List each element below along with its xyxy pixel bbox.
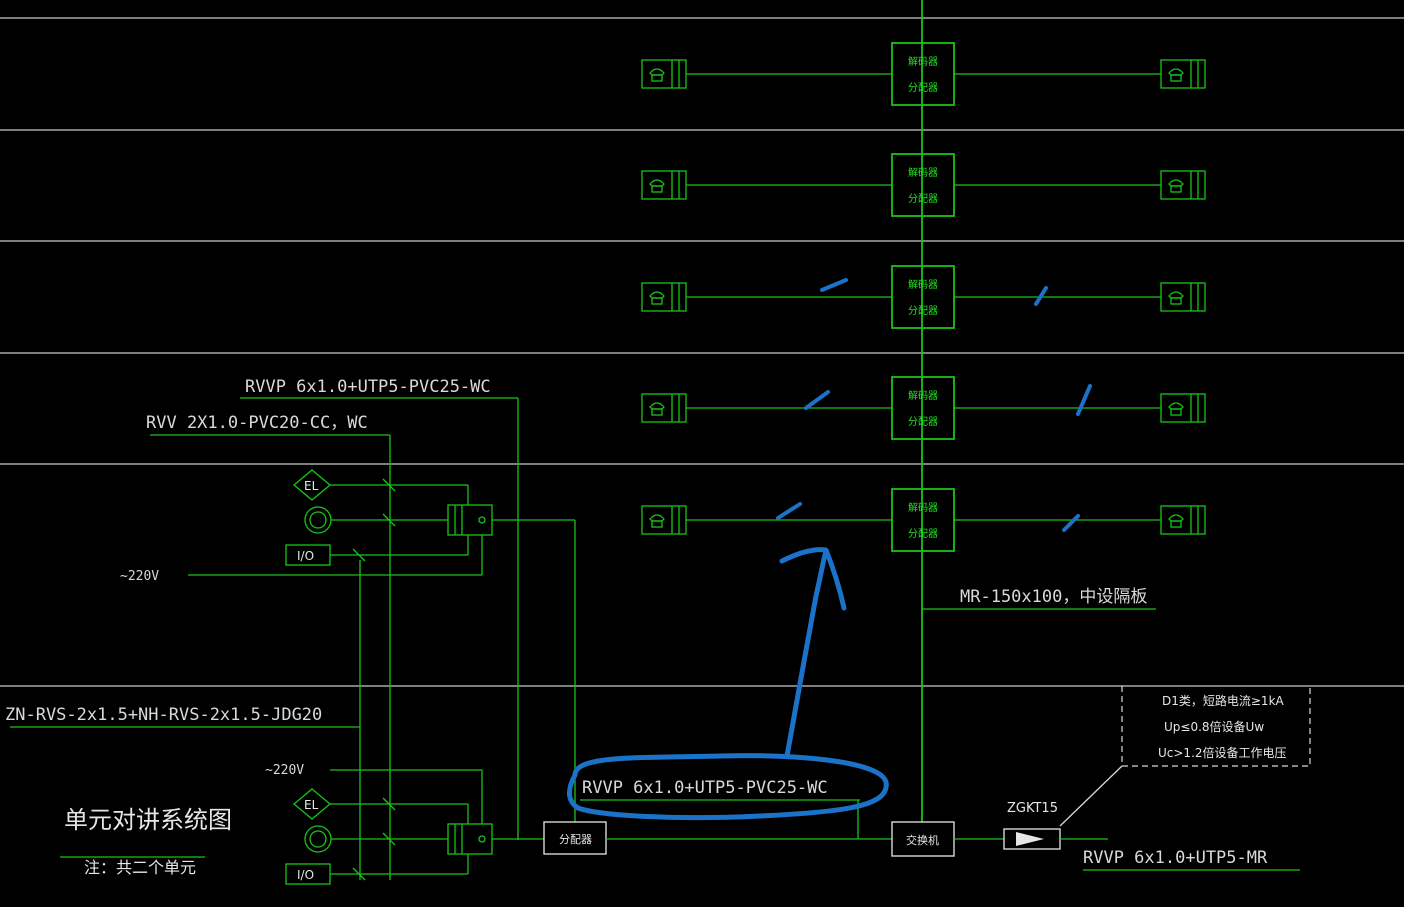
exit-button-icon: I/O	[285, 863, 331, 885]
distributor-label: 分配器	[908, 305, 938, 317]
door-station-group-upper: EL I/O ~220V	[120, 469, 576, 822]
svg-text:EL: EL	[304, 798, 319, 812]
indoor-phone-icon	[641, 59, 687, 89]
highlight-arrow-head	[779, 547, 847, 611]
markup-tick	[1076, 384, 1092, 416]
door-station-group-lower: ~220V EL I/O	[265, 763, 544, 885]
spd-spec-box: D1类，短路电流≥1kA Up≤0.8倍设备Uw Uc>1.2倍设备工作电压	[1121, 686, 1311, 767]
camera-lens-icon	[304, 506, 332, 534]
markup-annotations	[566, 278, 1092, 821]
wire-tick	[382, 513, 396, 527]
indoor-phone-icon	[1160, 505, 1206, 535]
power-label-upper: ~220V	[120, 569, 159, 584]
camera-lens-icon	[304, 825, 332, 853]
svg-text:交换机: 交换机	[906, 833, 939, 847]
indoor-phone-icon	[641, 505, 687, 535]
distributor-label: 分配器	[908, 82, 938, 94]
riser-label: MR-150x100，中设隔板	[960, 587, 1147, 607]
cable-label-rvv: RVV 2X1.0-PVC20-CC，WC	[146, 413, 368, 433]
spd-leader	[1059, 765, 1123, 827]
exit-button-icon: I/O	[285, 544, 331, 566]
wire-tick	[382, 832, 396, 846]
distributor-label: 分配器	[908, 528, 938, 540]
spd-label: ZGKT15	[1007, 801, 1058, 816]
distributor-box: 分配器	[543, 821, 607, 855]
decoder-label: 解码器	[908, 389, 938, 402]
indoor-phone-icon	[641, 170, 687, 200]
decoder-label: 解码器	[908, 55, 938, 68]
wire-tick	[382, 478, 396, 492]
indoor-phone-icon	[641, 393, 687, 423]
cable-label-rvvp-bottom: RVVP 6x1.0+UTP5-PVC25-WC	[582, 778, 828, 798]
door-station-icon	[447, 504, 493, 536]
markup-tick	[1034, 286, 1048, 306]
distributor-label: 分配器	[908, 193, 938, 205]
markup-tick	[804, 390, 830, 410]
door-station-icon	[447, 823, 493, 855]
power-label-lower: ~220V	[265, 763, 304, 778]
highlight-ellipse	[566, 753, 889, 821]
cable-label-zn: ZN-RVS-2x1.5+NH-RVS-2x1.5-JDG20	[5, 705, 322, 725]
svg-text:I/O: I/O	[297, 868, 314, 882]
switch-box: 交换机	[891, 821, 955, 857]
wire-tick	[352, 548, 366, 562]
decoder-label: 解码器	[908, 278, 938, 291]
indoor-phone-icon	[1160, 170, 1206, 200]
floor-separators	[0, 17, 1404, 687]
markup-tick	[1062, 514, 1080, 532]
markup-tick	[776, 502, 802, 520]
spd-spec-2: Up≤0.8倍设备Uw	[1164, 719, 1264, 734]
wire-tick	[352, 867, 366, 881]
markup-tick	[820, 278, 848, 292]
highlight-arrow-shaft	[784, 549, 829, 759]
indoor-phone-icon	[1160, 393, 1206, 423]
el-symbol: EL	[292, 788, 332, 820]
svg-text:分配器: 分配器	[559, 833, 592, 846]
spd-device	[1003, 828, 1061, 850]
spd-spec-1: D1类，短路电流≥1kA	[1162, 693, 1285, 708]
wire-tick	[382, 797, 396, 811]
indoor-phone-icon	[641, 282, 687, 312]
distributor-label: 分配器	[908, 416, 938, 428]
decoder-label: 解码器	[908, 501, 938, 514]
indoor-phone-icon	[1160, 59, 1206, 89]
diagram-title: 单元对讲系统图	[64, 806, 232, 834]
cable-label-rvvp-mr: RVVP 6x1.0+UTP5-MR	[1083, 848, 1268, 868]
el-symbol: EL	[292, 469, 332, 501]
spd-spec-3: Uc>1.2倍设备工作电压	[1158, 745, 1287, 760]
decoder-label: 解码器	[908, 166, 938, 179]
svg-text:I/O: I/O	[297, 549, 314, 563]
indoor-phone-icon	[1160, 282, 1206, 312]
diagram-note: 注：共二个单元	[84, 858, 196, 877]
svg-text:EL: EL	[304, 479, 319, 493]
cable-label-rvvp-top: RVVP 6x1.0+UTP5-PVC25-WC	[245, 377, 491, 397]
